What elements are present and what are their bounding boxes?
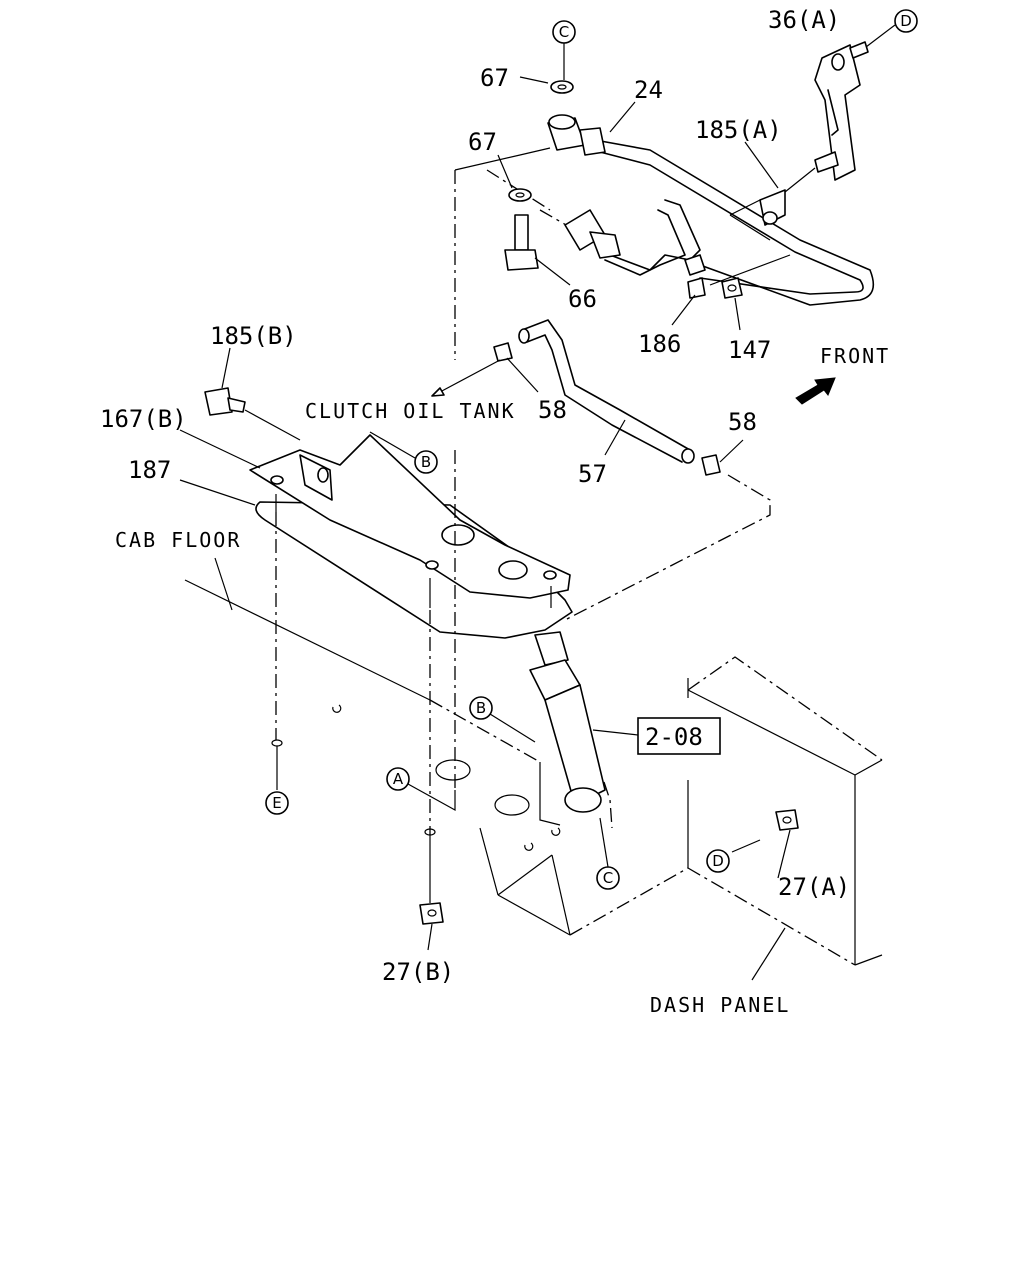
label-27b: 27(B): [382, 958, 454, 986]
label-58-left: 58: [538, 396, 567, 424]
label-36a: 36(A): [768, 6, 840, 34]
mounting-plate: [249, 434, 573, 639]
svg-text:C: C: [603, 869, 613, 887]
svg-text:E: E: [272, 794, 281, 812]
marker-b-plate: B: [414, 450, 438, 474]
marker-a-lower: A: [386, 767, 410, 791]
marker-e-lower: E: [265, 791, 289, 815]
label-186: 186: [638, 330, 681, 358]
label-24: 24: [634, 76, 663, 104]
lower-pipe: [529, 631, 639, 813]
label-187: 187: [128, 456, 171, 484]
svg-text:B: B: [476, 699, 486, 717]
marker-b-lower: B: [469, 696, 493, 720]
label-67-mid: 67: [468, 128, 497, 156]
label-cab-floor: CAB FLOOR: [115, 528, 241, 552]
ref-2-08-box: [637, 717, 721, 755]
label-167b: 167(B): [100, 405, 187, 433]
leader-lines: [275, 147, 771, 835]
label-67-top: 67: [480, 64, 509, 92]
label-dash-panel: DASH PANEL: [650, 993, 790, 1017]
label-185a: 185(A): [695, 116, 782, 144]
marker-d-top: D: [894, 9, 918, 33]
label-66: 66: [568, 285, 597, 313]
label-front: FRONT: [820, 344, 890, 368]
label-leaders: [179, 76, 791, 879]
label-27a: 27(A): [778, 873, 850, 901]
label-clutch-oil-tank: CLUTCH OIL TANK: [305, 399, 516, 423]
cab-floor-lines: [184, 557, 571, 936]
marker-c-lower: C: [596, 866, 620, 890]
label-147: 147: [728, 336, 771, 364]
hose-57: [431, 319, 721, 476]
bracket-36a: [784, 24, 896, 193]
svg-text:C: C: [559, 23, 569, 41]
marker-d-lower: D: [706, 849, 730, 873]
dash-panel-block: [569, 656, 883, 981]
label-58-right: 58: [728, 408, 757, 436]
marker-c-top: C: [552, 20, 576, 44]
svg-text:B: B: [421, 453, 431, 471]
label-2-08: 2-08: [645, 723, 703, 751]
label-185b: 185(B): [210, 322, 297, 350]
label-57: 57: [578, 460, 607, 488]
svg-text:A: A: [393, 770, 404, 788]
svg-text:D: D: [900, 12, 912, 30]
svg-text:D: D: [712, 852, 724, 870]
fasteners: [204, 80, 799, 951]
front-arrow-icon: [795, 377, 836, 405]
